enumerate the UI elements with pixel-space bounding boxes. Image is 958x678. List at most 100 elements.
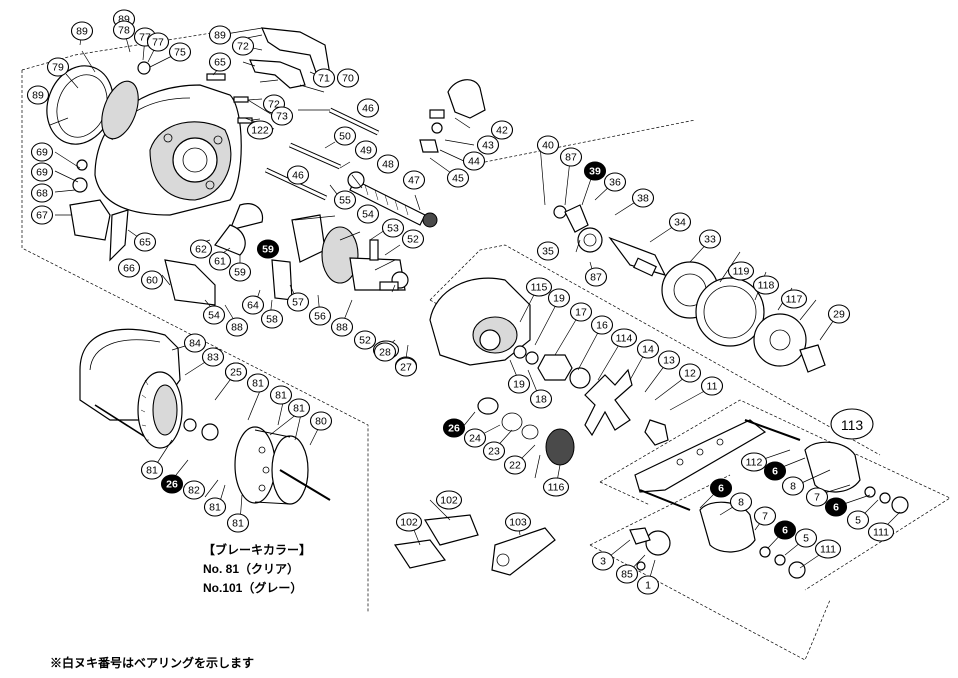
part-number: 1 [645,580,651,592]
part-label-22: 44 [462,151,486,171]
part-number: 16 [596,320,608,332]
bearing-footnote: ※白ヌキ番号はベアリングを示します [50,656,255,670]
brake-ring [137,371,183,449]
assembly-number: 113 [841,417,864,433]
part-label-101: 102 [435,490,463,510]
part-number: 78 [118,25,130,37]
clutch-parts [214,203,409,301]
bearing-label-7: 6 [773,520,797,540]
part-number: 59 [234,267,246,279]
part-label-51: 87 [559,147,583,167]
part-label-59: 118 [752,275,780,295]
part-number: 40 [542,140,554,152]
part-number: 73 [276,111,288,123]
part-number: 49 [360,145,372,157]
part-number: 89 [32,90,44,102]
part-number: 81 [293,403,305,415]
spool [183,418,331,505]
part-label-100: 102 [395,512,423,532]
part-label-66: 114 [610,328,638,348]
part-number: 81 [232,518,244,530]
part-label-67: 14 [636,339,660,359]
part-label-64: 17 [569,302,593,322]
part-number: 25 [230,367,242,379]
part-number: 88 [336,322,348,334]
part-number: 88 [231,322,243,334]
part-label-79: 81 [269,385,293,405]
part-label-105: 1 [636,575,660,595]
part-number: 47 [408,175,420,187]
part-label-35: 61 [208,251,232,271]
part-number: 72 [268,99,280,111]
part-number: 81 [275,390,287,402]
level-wind-parts [419,79,486,153]
part-number: 11 [707,381,718,393]
part-label-91: 112 [740,452,768,472]
part-label-40: 64 [241,295,265,315]
part-label-1: 78 [112,20,136,40]
part-label-93: 7 [805,487,829,507]
part-label-39: 52 [401,229,425,249]
part-number: 36 [609,177,621,189]
part-number: 50 [339,131,351,143]
part-number: 115 [531,282,548,294]
part-number: 18 [535,394,547,406]
part-number: 102 [400,517,418,529]
part-number: 85 [621,569,633,581]
part-label-84: 81 [203,497,227,517]
part-number: 52 [407,234,419,246]
part-number: 38 [637,193,649,205]
part-label-5: 75 [168,42,192,62]
part-number: 112 [746,457,763,469]
part-number: 3 [600,556,606,568]
part-label-4: 77 [146,32,170,52]
bearing-label-3: 26 [160,474,184,494]
part-number: 7 [814,492,820,504]
part-number: 45 [452,173,464,185]
bearings-washers [477,397,669,466]
part-label-98: 5 [794,528,818,548]
bearing-number: 6 [718,483,724,495]
side-plate-ring [46,65,139,145]
brake-collar-legend-line2: No.101（グレー） [203,581,303,595]
part-label-44: 54 [202,305,226,325]
part-number: 23 [488,446,500,458]
part-number: 102 [440,495,458,507]
part-label-55: 87 [584,267,608,287]
bearing-label-0: 39 [583,161,607,181]
part-label-61: 29 [827,304,851,324]
part-number: 117 [786,294,803,306]
part-number: 58 [266,314,278,326]
bearing-label-5: 6 [824,497,848,517]
bearing-label-2: 26 [442,418,466,438]
part-number: 69 [36,167,48,179]
part-label-83: 82 [182,480,206,500]
part-number: 52 [359,335,371,347]
part-number: 89 [118,14,130,26]
part-label-23: 45 [446,168,470,188]
part-number: 89 [214,30,226,42]
part-number: 103 [509,517,527,529]
part-label-62: 115 [525,277,553,297]
part-number: 19 [513,379,525,391]
part-number: 122 [251,125,269,137]
part-number: 82 [188,485,200,497]
thumb-bar-parts [69,159,216,306]
star-drag [584,368,633,437]
part-number: 27 [400,362,412,374]
part-label-76: 83 [201,347,225,367]
part-number: 68 [36,188,48,200]
part-label-52: 36 [603,172,627,192]
part-label-8: 65 [208,52,232,72]
bearing-number: 26 [166,479,178,491]
part-label-53: 38 [631,188,655,208]
part-number: 87 [590,272,602,284]
part-number: 54 [208,310,220,322]
handle-assembly-label: 113 [830,408,874,440]
part-label-33: 65 [133,232,157,252]
part-label-71: 19 [507,374,531,394]
part-label-56: 34 [668,212,692,232]
part-number: 42 [496,125,508,137]
part-number: 22 [509,460,521,472]
part-label-14: 73 [270,106,294,126]
